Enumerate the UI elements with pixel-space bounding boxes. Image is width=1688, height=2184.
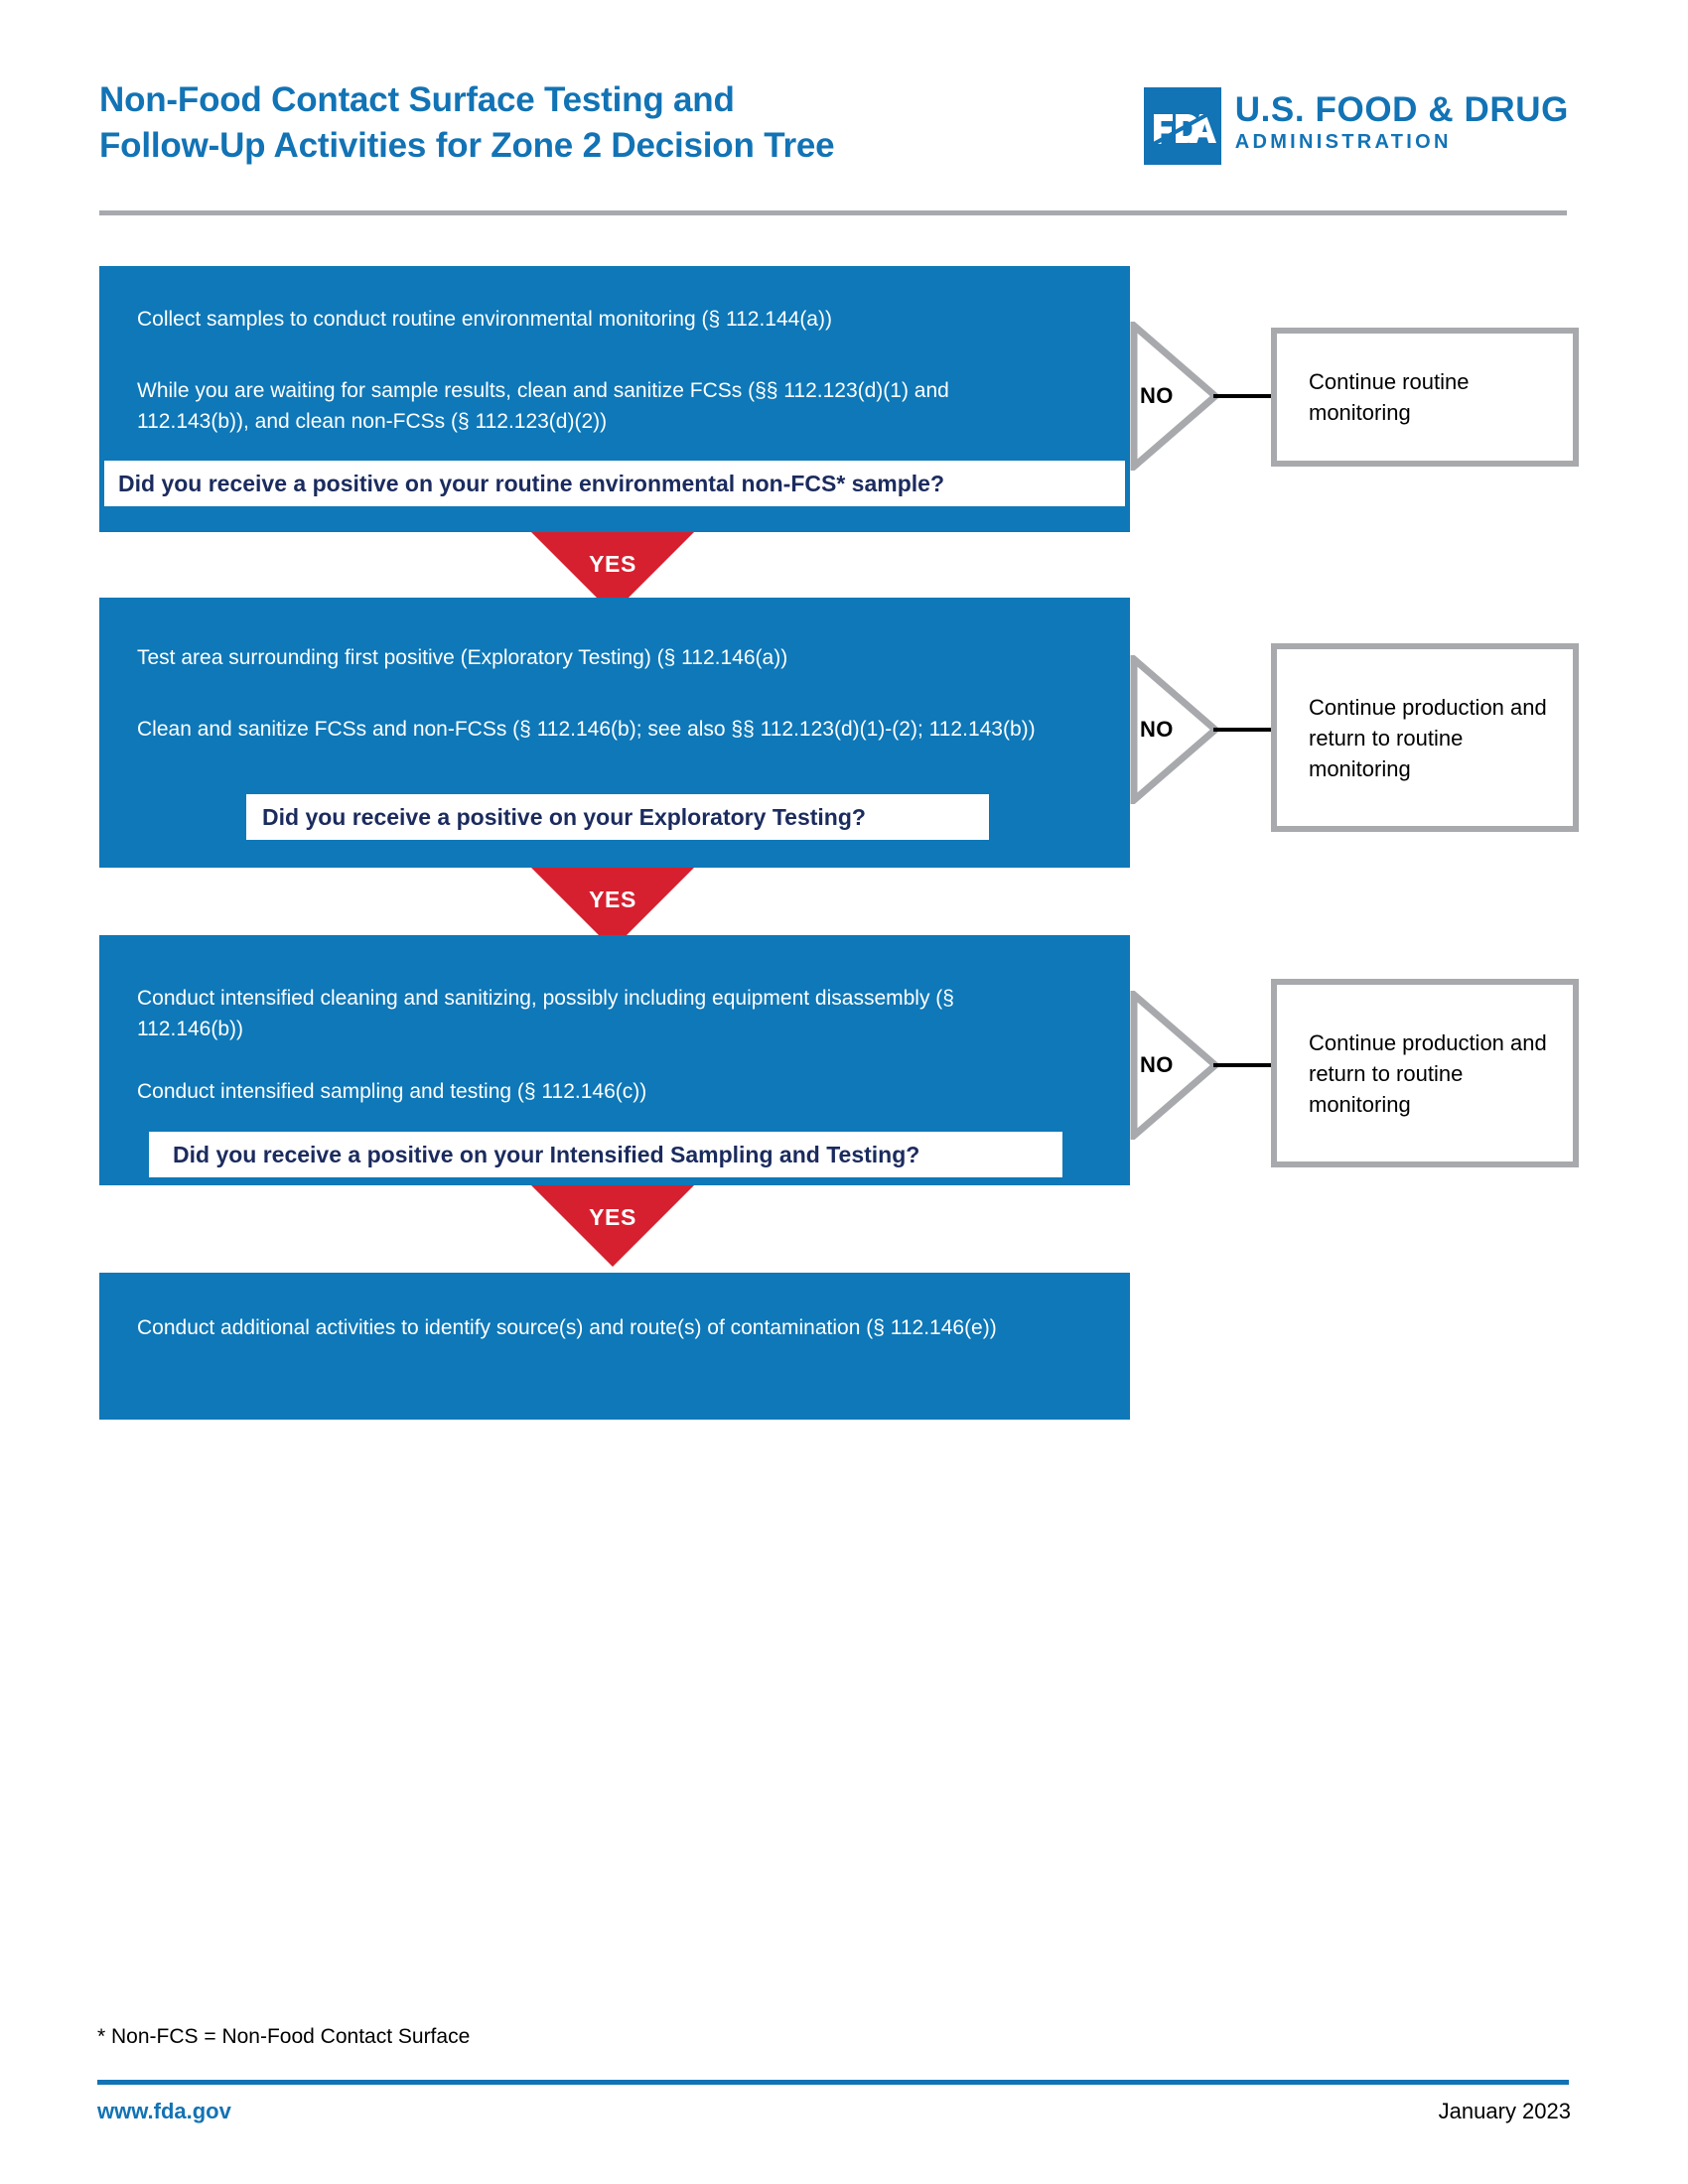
flow-step-3-outcome-box: Continue production and return to routin… [1271,979,1579,1167]
flow-step-3-no-arrow-icon [1130,991,1219,1140]
flow-step-3-question: Did you receive a positive on your Inten… [149,1132,1062,1177]
flow-step-1-outcome-text: Continue routine monitoring [1309,369,1470,425]
flow-step-2-question: Did you receive a positive on your Explo… [246,794,989,840]
flow-step-2-yes-label: YES [589,887,636,912]
flow-step-1-paragraph-1: Collect samples to conduct routine envir… [137,308,832,331]
fda-logo-wordmark: U.S. FOOD & DRUG ADMINISTRATION [1235,87,1569,155]
page-title: Non-Food Contact Surface Testing and Fol… [99,77,1072,169]
flow-step-1-no-label: NO [1140,383,1174,408]
flow-step-2-outcome-box: Continue production and return to routin… [1271,643,1579,832]
footnote-text: * Non-FCS = Non-Food Contact Surface [97,2025,471,2048]
fda-logo-line-1: U.S. FOOD & DRUG [1234,90,1569,129]
flow-step-1-connector-line [1213,394,1275,398]
footer-website-link[interactable]: www.fda.gov [97,2099,231,2123]
footer-date: January 2023 [1438,2099,1571,2123]
header-divider [99,210,1567,215]
flow-step-2-outcome-text: Continue production and return to routin… [1309,694,1547,781]
flow-step-2-no-label: NO [1140,717,1174,742]
footer-divider [97,2080,1569,2085]
flow-step-2-paragraph-2: Clean and sanitize FCSs and non-FCSs (§ … [137,718,1036,741]
flow-step-1-outcome-box: Continue routine monitoring [1271,328,1579,467]
flow-step-3-outcome-text: Continue production and return to routin… [1309,1029,1547,1117]
flow-step-2-connector-line [1213,728,1275,732]
flow-step-1-paragraph-2: While you are waiting for sample results… [137,379,949,433]
fda-logo: U.S. FOOD & DRUG ADMINISTRATION [1143,87,1569,165]
flow-step-3-yes-arrow-icon: YES [531,1185,694,1267]
page-header: Non-Food Contact Surface Testing and Fol… [99,77,1569,187]
flow-step-3-yes-label: YES [589,1204,636,1230]
flow-step-1-no-arrow-icon [1130,322,1219,471]
flow-step-3-paragraph-1: Conduct intensified cleaning and sanitiz… [137,987,954,1040]
page-title-line-2: Follow-Up Activities for Zone 2 Decision… [99,126,835,165]
flow-step-3-connector-line [1213,1063,1275,1067]
flow-step-4-box: Conduct additional activities to identif… [99,1273,1130,1420]
flow-step-2-no-arrow-icon [1130,655,1219,804]
flow-step-2-paragraph-1: Test area surrounding first positive (Ex… [137,646,788,669]
fda-logo-mark-icon [1143,87,1221,165]
flow-step-1-yes-label: YES [589,551,636,577]
flow-step-3-no-label: NO [1140,1052,1174,1077]
flow-step-1-question: Did you receive a positive on your routi… [104,461,1125,506]
flow-step-4-paragraph-1: Conduct additional activities to identif… [137,1316,997,1339]
flow-step-3-paragraph-2: Conduct intensified sampling and testing… [137,1080,647,1103]
page-title-line-1: Non-Food Contact Surface Testing and [99,80,735,119]
fda-logo-line-2: ADMINISTRATION [1234,131,1452,153]
